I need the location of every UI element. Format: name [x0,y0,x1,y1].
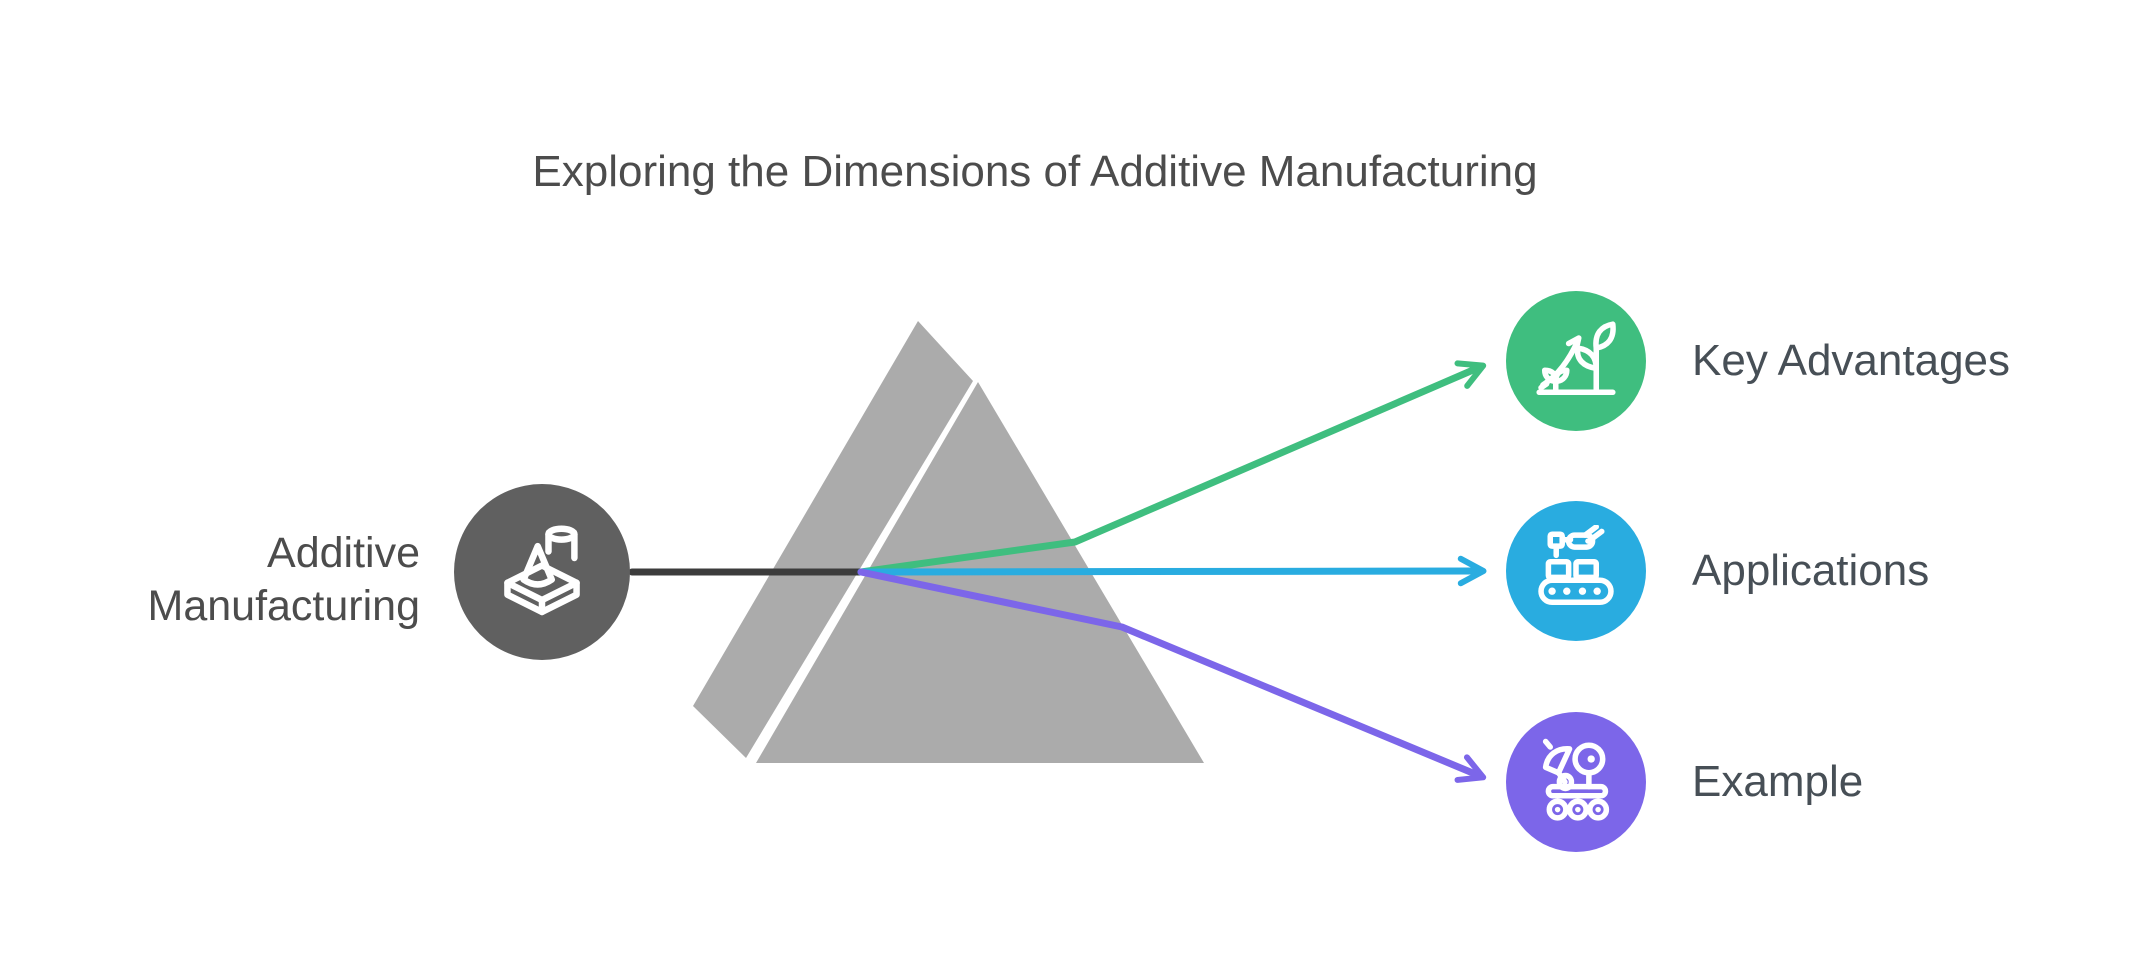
root-label: Additive Manufacturing [147,529,421,630]
branch-node-applications [1506,501,1646,641]
ray-applications [857,555,1487,587]
root-node [454,484,630,660]
branch-label-key-advantages: Key Advantages [1692,336,2011,385]
3d-printer-icon [504,525,580,616]
branch-label-applications: Applications [1692,546,1930,595]
growth-plant-icon [1536,321,1616,396]
branch-node-key-advantages [1506,291,1646,431]
prism-sliver [693,321,973,758]
diagram-title: Exploring the Dimensions of Additive Man… [532,147,1538,197]
ray-key-advantages [857,360,1487,576]
robot-conveyor-icon [1538,525,1614,606]
ray-example [857,568,1487,783]
branch-label-example: Example [1692,757,1864,806]
branch-node-example [1506,712,1646,852]
space-rover-icon [1542,738,1610,821]
